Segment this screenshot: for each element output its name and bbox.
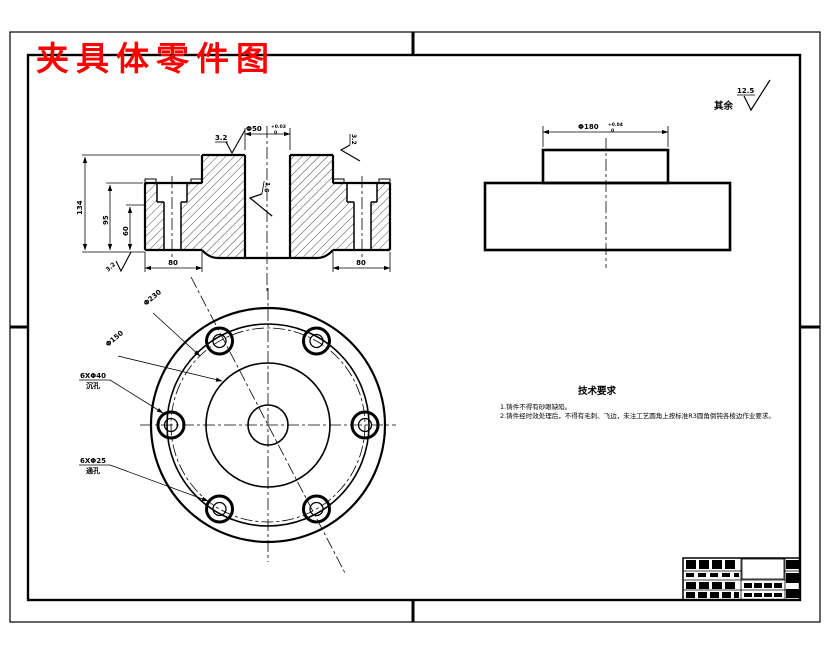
through-hole-note: 6XΦ25 通孔 (79, 457, 209, 502)
bolt-hole (205, 494, 234, 524)
front-foot-dimensions: 80 80 (144, 252, 391, 272)
through-text2: 通孔 (86, 466, 100, 475)
page-title: 夹具体零件图 (36, 39, 276, 78)
roughness-check-icon (339, 144, 361, 162)
front-roughness-bore: 1.6 (248, 181, 273, 217)
height-inner-text: 60 (122, 226, 130, 236)
tech-req-heading: 技术要求 (578, 385, 617, 397)
bolt-hole (302, 494, 331, 524)
height-mid-text: 95 (102, 215, 110, 225)
front-roughness-side: 3.2 (339, 134, 361, 162)
bolt-hole (302, 326, 331, 356)
diagonal-centerline (190, 276, 346, 574)
roughness-check-icon (743, 79, 771, 112)
side-view-boss (541, 148, 670, 185)
front-height-dimensions: 134 95 60 (76, 154, 200, 253)
boss-tol-upper: +0.04 (608, 122, 623, 128)
counterbore-note: 6XΦ40 沉孔 (79, 372, 164, 414)
bolt-circle (170, 327, 366, 523)
counterbore-text2: 沉孔 (86, 381, 100, 390)
technical-requirements: 技术要求 1.铸件不得有砂眼缺陷。 2.铸件经时效处理后，不得有毛刺、飞边，未注… (500, 385, 775, 420)
through-text1: 6XΦ25 (80, 457, 106, 465)
roughness-check-icon (248, 193, 273, 217)
bore-tol-lower: 0 (274, 130, 277, 136)
roughness-check-icon (115, 251, 132, 273)
ra-top-value: 3.2 (215, 134, 228, 142)
flange-outer-circle (149, 306, 387, 544)
ra-side-value: 3.2 (350, 134, 357, 145)
boss-tol-lower: 0 (611, 128, 614, 134)
front-roughness-bottom: 3.2 (105, 251, 132, 273)
foot-left-text: 80 (168, 259, 178, 267)
counterbore-text1: 6XΦ40 (80, 372, 106, 380)
bolt-circle-dim-text: Φ230 (142, 288, 163, 307)
height-overall-text: 134 (76, 200, 84, 215)
side-boss-dimension: Φ180 +0.04 0 (542, 122, 669, 147)
tech-req-item-2: 2.铸件经时效处理后，不得有毛刺、飞边，未注工艺圆角上按标准R3圆角倒钝各棱边作… (500, 411, 775, 420)
title-block-cells (686, 560, 799, 598)
roughness-note-value: 12.5 (737, 87, 754, 95)
front-view-bolt-holes (156, 183, 378, 250)
side-view-base (483, 181, 732, 252)
boss-step-circle (205, 362, 331, 488)
title-block (682, 557, 801, 601)
sheet-frame (9, 31, 821, 623)
center-bore-circle (247, 404, 289, 446)
bottom-circular-view: Φ230 Φ150 6XΦ40 沉孔 6XΦ25 通孔 (79, 276, 396, 574)
bolt-hole (205, 326, 234, 356)
bolt-holes (156, 326, 380, 524)
ra-bottom-value: 3.2 (105, 261, 118, 273)
boss-dim-text: Φ180 (578, 123, 599, 131)
title-block-drawing-number-cell (741, 558, 785, 580)
roughness-note-label: 其余 (714, 100, 734, 112)
foot-right-text: 80 (356, 259, 366, 267)
front-bore-dimension: Φ50 +0.03 0 (244, 124, 291, 150)
step-circle-dim-text: Φ150 (104, 329, 125, 348)
ra-bore-value: 1.6 (262, 181, 271, 193)
bolt-hole (350, 410, 380, 440)
bolt-hole (156, 410, 186, 440)
general-roughness-note: 其余 12.5 (714, 79, 771, 112)
bore-tol-upper: +0.03 (271, 124, 286, 130)
front-roughness-top: 3.2 (215, 129, 246, 155)
front-section-view: Φ50 +0.03 0 134 95 60 80 80 (76, 124, 392, 292)
bore-dim-text: Φ50 (246, 125, 262, 133)
flange-step-ring (166, 323, 370, 527)
front-view-lips (144, 178, 391, 184)
tech-req-item-1: 1.铸件不得有砂眼缺陷。 (500, 402, 571, 411)
bolt-circle-label: Φ230 (142, 288, 201, 357)
roughness-check-icon (225, 129, 246, 155)
side-view: Φ180 +0.04 0 (483, 122, 732, 268)
